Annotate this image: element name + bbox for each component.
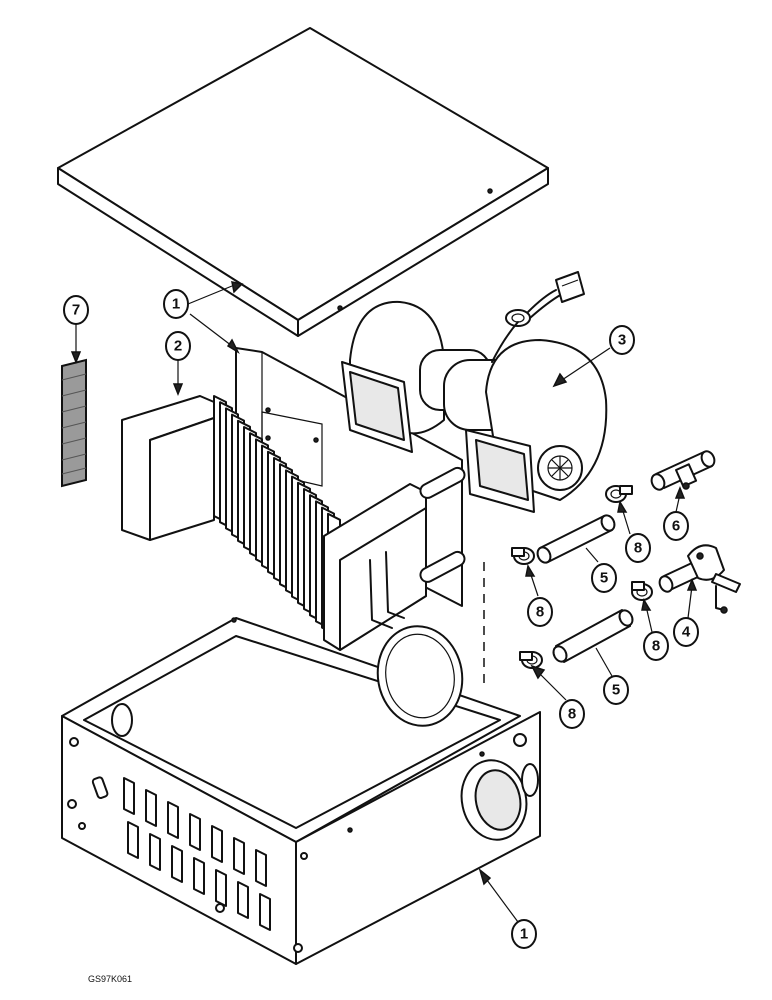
callout-4-valve: 4	[673, 617, 699, 647]
heater-core	[121, 395, 466, 651]
callout-6-tee: 6	[663, 511, 689, 541]
hose-clamp-3	[631, 581, 653, 601]
hose-upper	[536, 514, 616, 564]
callout-3-blower: 3	[609, 325, 635, 355]
callout-8-clamp-b: 8	[527, 597, 553, 627]
grille-slot	[189, 813, 201, 851]
svg-text:6: 6	[672, 518, 680, 535]
grille-slot	[259, 893, 271, 931]
blower-assembly	[341, 271, 608, 513]
drawing-code: GS97K061	[88, 974, 132, 984]
grille-slot	[237, 881, 249, 919]
grille-slot	[127, 821, 139, 859]
callout-8-clamp-c: 8	[643, 631, 669, 661]
top-cover	[57, 27, 549, 337]
svg-text:1: 1	[172, 296, 180, 313]
filter-element	[61, 358, 87, 488]
callout-5-upper-hose: 5	[591, 563, 617, 593]
grille-slot	[171, 845, 183, 883]
callout-1-bottom-housing: 1	[511, 919, 537, 949]
svg-text:8: 8	[634, 540, 642, 557]
callout-1-top-cover: 1	[163, 289, 189, 319]
housing-box	[61, 562, 541, 965]
svg-text:3: 3	[618, 332, 626, 349]
grille-slot	[149, 833, 161, 871]
callout-leaders	[70, 281, 698, 923]
water-valve	[658, 544, 741, 614]
grille-slot	[215, 869, 227, 907]
callout-5-lower-hose: 5	[603, 675, 629, 705]
svg-text:5: 5	[612, 682, 620, 699]
hose-clamp-4	[519, 651, 543, 669]
svg-text:7: 7	[72, 302, 80, 319]
hose-lower	[552, 609, 634, 663]
svg-text:4: 4	[682, 624, 691, 641]
grille-slot	[167, 801, 179, 839]
callout-8-clamp-d: 8	[559, 699, 585, 729]
svg-text:5: 5	[600, 570, 608, 587]
svg-text:2: 2	[174, 338, 182, 355]
hose-clamp-2	[511, 547, 535, 565]
callout-8-clamp-a: 8	[625, 533, 651, 563]
svg-text:8: 8	[652, 638, 660, 655]
tee-fitting	[650, 450, 716, 491]
grille-slot	[233, 837, 245, 875]
grille-slot	[255, 849, 267, 887]
grille-slot	[123, 777, 135, 815]
grille-slot	[193, 857, 205, 895]
svg-text:1: 1	[520, 926, 528, 943]
grille-slot	[145, 789, 157, 827]
svg-text:8: 8	[536, 604, 544, 621]
grille-slot	[211, 825, 223, 863]
hose-clamp-1	[605, 485, 633, 503]
svg-text:8: 8	[568, 706, 576, 723]
callout-7-filter: 7	[63, 295, 89, 325]
callout-2-heater-core: 2	[165, 331, 191, 361]
